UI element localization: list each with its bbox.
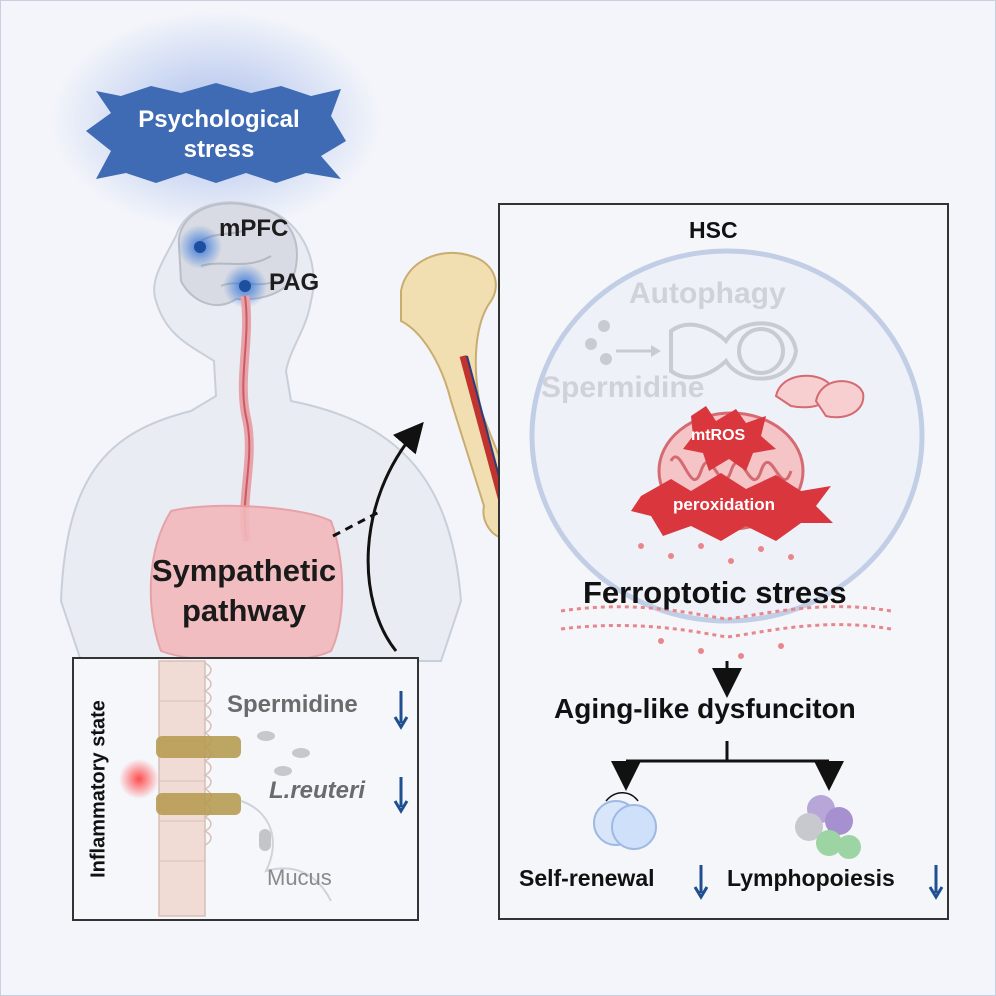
mpfc-label: mPFC: [219, 215, 289, 242]
mucus-label: Mucus: [267, 865, 332, 890]
lymphopoiesis-label: Lymphopoiesis: [727, 865, 895, 891]
stress-badge: [86, 83, 346, 183]
inflammatory-state-label: Inflammatory state: [87, 700, 110, 878]
epithelium-column: [158, 660, 212, 917]
mpfc-dot: [194, 241, 206, 253]
sympathetic-pathway-label: Sympathetic pathway: [151, 553, 337, 628]
pag-dot: [239, 280, 251, 292]
hsc-title: HSC: [689, 217, 738, 243]
decrease-arrow-reuteri: [393, 777, 409, 814]
aging-dysfunction-label: Aging-like dysfunciton: [554, 693, 856, 724]
gut-to-bone-arrow: [366, 421, 424, 652]
autophagosome: [669, 321, 799, 381]
autophagy-label: Autophagy: [629, 277, 786, 310]
self-renewal-label: Self-renewal: [519, 865, 655, 891]
ferroptotic-stress-label: Ferroptotic stress: [583, 575, 847, 610]
damaged-mitochondria: [774, 374, 865, 419]
branch-lines: [626, 741, 829, 763]
inflammation-spot: [119, 759, 159, 799]
damaged-cell-2: [156, 793, 241, 815]
mucus-layer: [240, 800, 332, 902]
mtros-burst: [683, 406, 776, 471]
decrease-arrow-self-renewal: [693, 865, 709, 900]
gut-spermidine-label: Spermidine: [227, 691, 358, 718]
hsc-spermidine-label: Spermidine: [541, 371, 705, 404]
intestine: [149, 504, 344, 664]
damaged-cell-1: [156, 736, 241, 758]
decrease-arrow-lymphopoiesis: [928, 865, 944, 900]
lymphopoiesis-cells-icon: [795, 795, 861, 859]
reuteri-label: L.reuteri: [269, 777, 366, 804]
stress-label: Psychological stress: [138, 106, 300, 163]
peroxidation-label: peroxidation: [673, 495, 776, 514]
mtros-label: mtROS: [691, 427, 746, 444]
lipid-membrane: [560, 543, 892, 659]
dashed-link: [332, 509, 382, 538]
decrease-arrow-spermidine: [393, 691, 409, 730]
self-renewal-cells-icon: [593, 792, 657, 850]
peroxidation-burst: [631, 473, 833, 541]
spermidine-particle: [257, 731, 275, 741]
pag-label: PAG: [269, 269, 320, 296]
bacterium: [259, 829, 271, 851]
spermidine-dot: [598, 320, 610, 332]
